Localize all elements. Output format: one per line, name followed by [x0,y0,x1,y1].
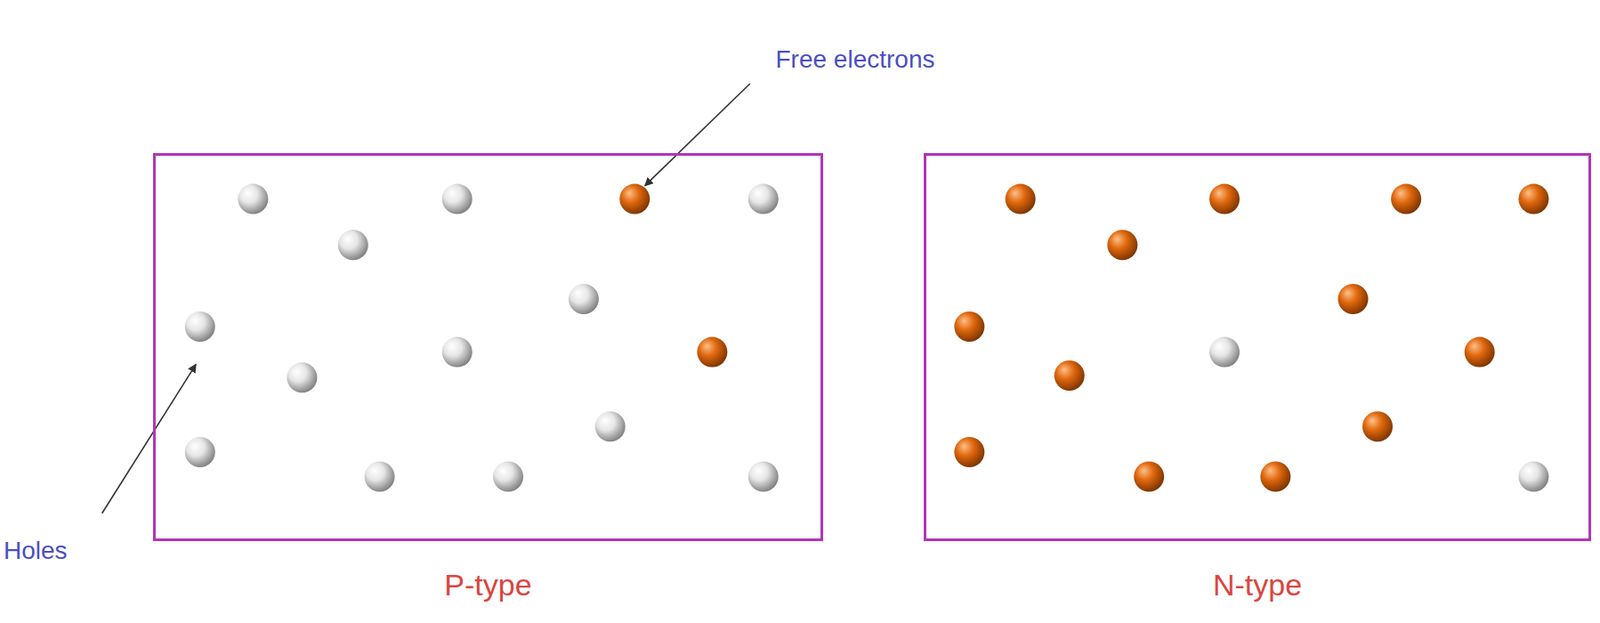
electron-sphere [1362,411,1393,442]
electron-sphere [1390,184,1422,215]
hole-sphere [185,436,216,468]
hole-sphere [185,311,216,342]
hole-sphere [442,337,473,368]
callout-label: Holes [3,536,68,566]
electron-sphere [953,436,985,468]
electron-sphere [1518,184,1549,215]
electron-sphere [1107,229,1138,260]
electron-sphere [1005,184,1036,215]
hole-sphere [237,184,268,215]
carrier-spheres [185,184,1550,493]
hole-sphere [364,461,396,493]
leader-arrow [645,83,751,186]
hole-sphere [338,229,369,260]
hole-sphere [748,461,779,493]
electron-sphere [696,337,728,368]
type-label: N-type [926,566,1589,603]
leader-arrow [102,363,196,513]
hole-sphere [1518,461,1549,493]
hole-sphere [595,411,626,442]
electron-sphere [1054,360,1085,391]
electron-sphere [1209,184,1240,215]
callout-label: Free electrons [775,45,936,74]
electron-sphere [619,184,650,215]
electron-sphere [953,311,985,342]
electron-sphere [1260,461,1291,493]
hole-sphere [568,283,599,315]
semiconductor-box: P-type [153,153,824,542]
hole-sphere [442,184,473,215]
electron-sphere [1338,283,1369,315]
leader-arrows [102,83,751,514]
electron-sphere [1464,337,1495,368]
hole-sphere [1209,337,1240,368]
type-label: P-type [155,566,821,603]
electron-sphere [1133,461,1164,493]
hole-sphere [492,461,524,493]
hole-sphere [286,362,317,393]
hole-sphere [748,184,779,215]
semiconductor-box: N-type [923,153,1592,542]
